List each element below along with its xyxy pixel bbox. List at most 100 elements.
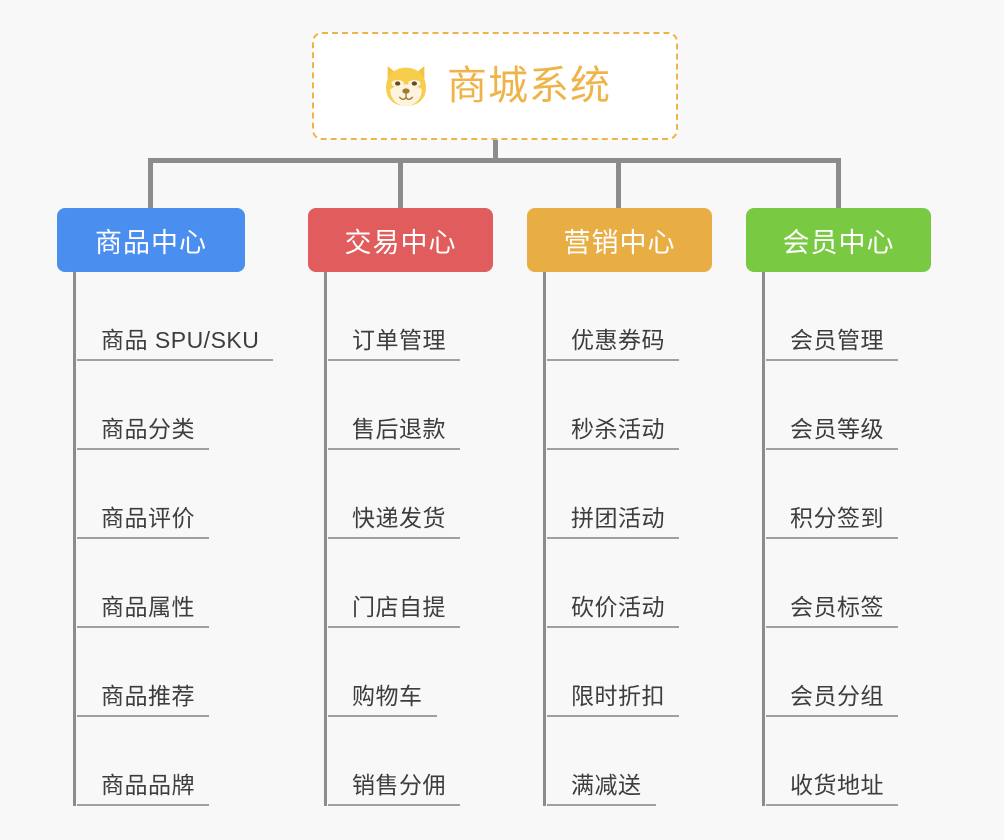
leaf-item-underline: 拼团活动 <box>547 504 679 539</box>
leaf-item[interactable]: 限时折扣 <box>547 628 712 717</box>
leaf-item-underline: 售后退款 <box>328 415 460 450</box>
leaf-item-label: 限时折扣 <box>571 682 665 709</box>
category-header-2[interactable]: 交易中心 <box>308 208 493 272</box>
leaf-item-label: 商品 SPU/SKU <box>101 326 260 353</box>
leaf-item[interactable]: 优惠券码 <box>547 272 712 361</box>
leaf-item-underline: 订单管理 <box>328 326 460 361</box>
leaf-item-label: 优惠券码 <box>571 326 665 353</box>
leaf-item[interactable]: 会员等级 <box>766 361 931 450</box>
leaf-item[interactable]: 商品分类 <box>77 361 245 450</box>
leaf-item-label: 砍价活动 <box>571 593 665 620</box>
leaf-item-underline: 商品评价 <box>77 504 209 539</box>
leaf-item[interactable]: 会员管理 <box>766 272 931 361</box>
leaf-item[interactable]: 快递发货 <box>328 450 493 539</box>
leaf-item-underline: 商品属性 <box>77 593 209 628</box>
leaf-item[interactable]: 秒杀活动 <box>547 361 712 450</box>
leaf-item-label: 商品评价 <box>101 504 195 531</box>
shiba-dog-face-icon <box>386 66 426 106</box>
leaf-item-label: 门店自提 <box>352 593 446 620</box>
category-header-label: 营销中心 <box>563 227 676 258</box>
leaf-item-underline: 积分签到 <box>766 504 898 539</box>
leaf-item[interactable]: 拼团活动 <box>547 450 712 539</box>
leaf-item-label: 商品推荐 <box>101 682 195 709</box>
root-title: 商城系统 <box>447 64 611 108</box>
leaf-item[interactable]: 满减送 <box>547 717 712 806</box>
root-node[interactable]: 商城系统 <box>312 32 678 140</box>
leaf-item-underline: 商品分类 <box>77 415 209 450</box>
leaf-item[interactable]: 商品 SPU/SKU <box>77 272 274 361</box>
leaf-item-underline: 会员等级 <box>766 415 898 450</box>
leaf-item-underline: 优惠券码 <box>547 326 679 361</box>
connector-drop-3 <box>616 158 621 208</box>
category-header-4[interactable]: 会员中心 <box>746 208 931 272</box>
connector-horizontal-bar <box>148 158 840 163</box>
leaf-item-underline: 商品 SPU/SKU <box>77 326 274 361</box>
leaf-item-label: 会员标签 <box>790 593 884 620</box>
leaf-item-label: 拼团活动 <box>571 504 665 531</box>
leaf-item-underline: 收货地址 <box>766 771 898 806</box>
leaf-item-label: 积分签到 <box>790 504 884 531</box>
leaf-item-underline: 销售分佣 <box>328 771 460 806</box>
branch-trunk-3 <box>543 272 546 806</box>
leaf-item-label: 商品分类 <box>101 415 195 442</box>
leaf-item-underline: 门店自提 <box>328 593 460 628</box>
leaf-item[interactable]: 售后退款 <box>328 361 493 450</box>
leaf-item-label: 快递发货 <box>352 504 446 531</box>
leaf-item[interactable]: 砍价活动 <box>547 539 712 628</box>
leaf-item-label: 售后退款 <box>352 415 446 442</box>
leaf-item-label: 会员管理 <box>790 326 884 353</box>
leaf-item[interactable]: 积分签到 <box>766 450 931 539</box>
leaf-item[interactable]: 会员标签 <box>766 539 931 628</box>
category-header-1[interactable]: 商品中心 <box>57 208 245 272</box>
category-header-label: 交易中心 <box>344 227 457 258</box>
leaf-item[interactable]: 会员分组 <box>766 628 931 717</box>
branch-items-3: 优惠券码秒杀活动拼团活动砍价活动限时折扣满减送 <box>527 272 712 806</box>
leaf-item-label: 销售分佣 <box>352 771 446 798</box>
branch-column-4: 会员中心会员管理会员等级积分签到会员标签会员分组收货地址 <box>746 208 931 806</box>
leaf-item-underline: 商品品牌 <box>77 771 209 806</box>
connector-drop-2 <box>398 158 403 208</box>
leaf-item-underline: 砍价活动 <box>547 593 679 628</box>
leaf-item[interactable]: 商品评价 <box>77 450 245 539</box>
leaf-item-underline: 秒杀活动 <box>547 415 679 450</box>
leaf-item[interactable]: 购物车 <box>328 628 493 717</box>
branch-items-2: 订单管理售后退款快递发货门店自提购物车销售分佣 <box>308 272 493 806</box>
branch-column-2: 交易中心订单管理售后退款快递发货门店自提购物车销售分佣 <box>308 208 493 806</box>
leaf-item-underline: 商品推荐 <box>77 682 209 717</box>
connector-drop-4 <box>836 158 841 208</box>
connector-root-stem <box>493 140 498 161</box>
leaf-item[interactable]: 门店自提 <box>328 539 493 628</box>
branch-column-1: 商品中心商品 SPU/SKU 商品分类商品评价商品属性商品推荐商品品牌 <box>57 208 274 806</box>
leaf-item[interactable]: 商品品牌 <box>77 717 245 806</box>
leaf-item[interactable]: 销售分佣 <box>328 717 493 806</box>
leaf-item-label: 秒杀活动 <box>571 415 665 442</box>
leaf-item-underline: 会员标签 <box>766 593 898 628</box>
leaf-item-label: 会员分组 <box>790 682 884 709</box>
leaf-item[interactable]: 收货地址 <box>766 717 931 806</box>
branch-trunk-4 <box>762 272 765 806</box>
leaf-item-label: 购物车 <box>352 682 423 709</box>
leaf-item-underline: 会员管理 <box>766 326 898 361</box>
leaf-item-label: 收货地址 <box>790 771 884 798</box>
category-header-3[interactable]: 营销中心 <box>527 208 712 272</box>
leaf-item-underline: 满减送 <box>547 772 656 806</box>
branch-column-3: 营销中心优惠券码秒杀活动拼团活动砍价活动限时折扣满减送 <box>527 208 712 806</box>
leaf-item-label: 会员等级 <box>790 415 884 442</box>
leaf-item[interactable]: 订单管理 <box>328 272 493 361</box>
category-header-label: 商品中心 <box>95 227 207 258</box>
category-header-label: 会员中心 <box>782 227 895 258</box>
leaf-item[interactable]: 商品属性 <box>77 539 245 628</box>
leaf-item-underline: 限时折扣 <box>547 682 679 717</box>
branch-items-1: 商品 SPU/SKU 商品分类商品评价商品属性商品推荐商品品牌 <box>57 272 274 806</box>
leaf-item-label: 订单管理 <box>352 326 446 353</box>
leaf-item-underline: 购物车 <box>328 682 437 717</box>
leaf-item-underline: 会员分组 <box>766 682 898 717</box>
leaf-item[interactable]: 商品推荐 <box>77 628 245 717</box>
leaf-item-underline: 快递发货 <box>328 504 460 539</box>
branch-items-4: 会员管理会员等级积分签到会员标签会员分组收货地址 <box>746 272 931 806</box>
branch-trunk-1 <box>73 272 76 806</box>
connector-drop-1 <box>148 158 153 208</box>
leaf-item-label: 商品属性 <box>101 593 195 620</box>
leaf-item-label: 商品品牌 <box>101 771 195 798</box>
